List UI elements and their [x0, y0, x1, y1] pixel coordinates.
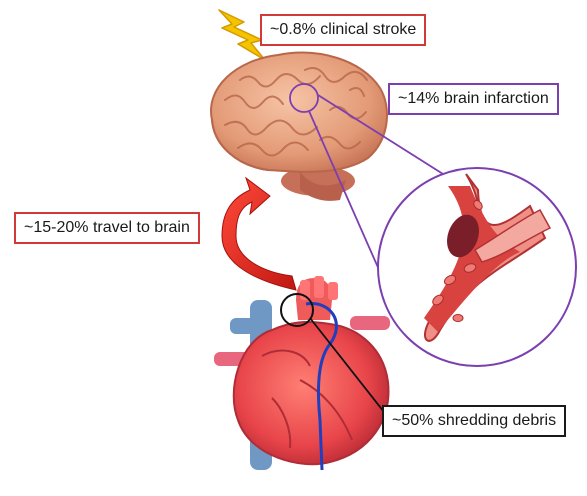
shredding-debris-callout: ~50% shredding debris: [382, 405, 566, 437]
clinical-stroke-callout: ~0.8% clinical stroke: [260, 14, 426, 46]
blood-vessel-icon: [378, 168, 576, 366]
travel-to-brain-callout: ~15-20% travel to brain: [14, 212, 200, 244]
heart-icon: [214, 276, 390, 470]
brain-icon: [211, 53, 387, 201]
lightning-icon: [219, 10, 265, 60]
curved-arrow-icon: [222, 178, 296, 290]
brain-infarction-callout: ~14% brain infarction: [388, 83, 559, 115]
